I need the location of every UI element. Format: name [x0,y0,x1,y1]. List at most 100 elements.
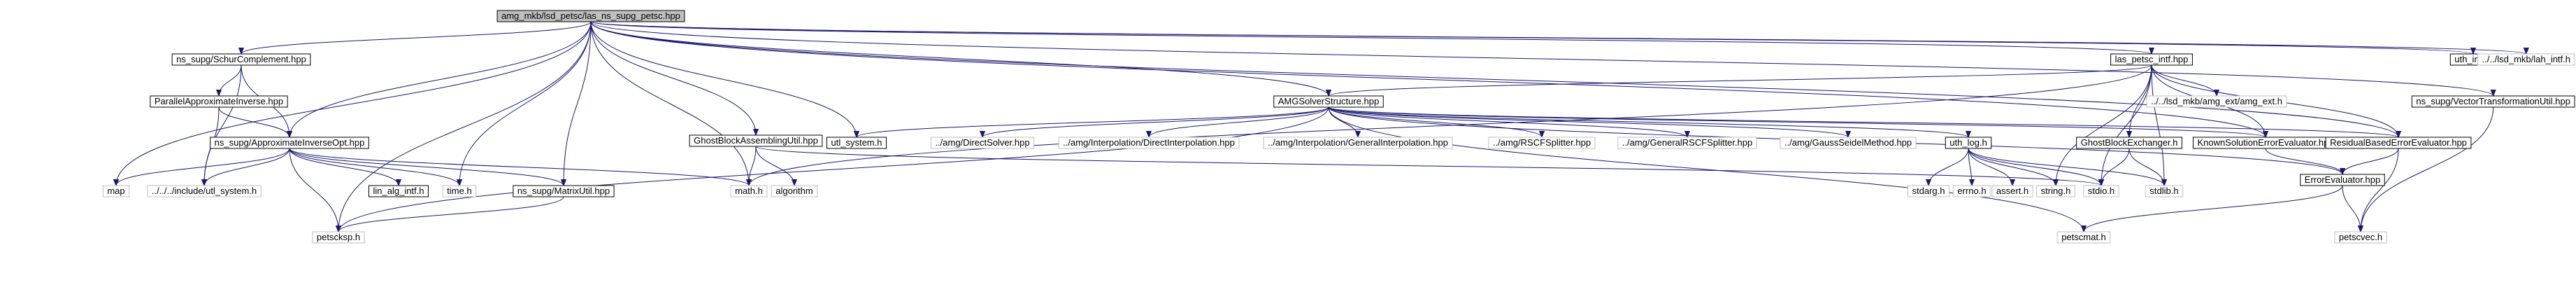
edge-ghostassem-to-stdioh [755,146,2101,186]
node-box-gauss [1780,137,1917,149]
edge-uthlog-to-asserth [1968,148,2012,186]
node-lasintf[interactable]: las_petsc_intf.hpp [2110,53,2193,66]
node-genrscf: ../amg/GeneralRSCFSplitter.hpp [1617,137,1757,149]
node-box-vectrans [2411,95,2575,108]
node-label-direct: ../amg/DirectSolver.hpp [935,137,1029,148]
node-asserth: assert.h [1991,185,2033,197]
node-label-paraapprox: ParallelApproximateInverse.hpp [155,96,283,106]
edge-uthlog-to-errnoh [1968,148,1972,186]
edge-root-to-utlsys [590,21,857,137]
node-label-lahintf: ../../lsd_mkb/lah_intf.h [2482,54,2570,64]
node-uthlog[interactable]: uth_log.h [1945,137,1992,149]
node-box-stdioh [2083,185,2119,197]
edge-amgsolver-to-genrscf [1328,106,1687,138]
node-erreval[interactable]: ErrorEvaluator.hpp [2300,174,2385,186]
node-box-amgext [2146,95,2287,108]
node-label-petscmat: petscmat.h [2061,232,2106,242]
node-box-directinterp [1058,137,1240,149]
edge-ghostex-to-stdlibh [2128,148,2164,186]
edge-lasintf-to-stdlibh [2151,64,2164,186]
node-box-petscmat [2056,231,2111,244]
node-box-amgsolver [1273,95,1384,108]
node-linalg[interactable]: lin_alg_intf.h [368,185,429,197]
node-timeh: time.h [442,185,477,197]
node-ghostex[interactable]: GhostBlockExchanger.h [2076,137,2182,149]
edge-approxopt-to-linalg [289,148,399,186]
node-label-algorithm: algorithm [775,186,813,196]
node-map: map [102,185,130,197]
node-label-rscf: ../amg/RSCFSplitter.hpp [1493,137,1591,148]
node-box-utlsys [827,137,887,149]
node-box-stringh [2036,185,2075,197]
node-geninterp: ../amg/Interpolation/GeneralInterpolatio… [1263,137,1453,149]
node-direct: ../amg/DirectSolver.hpp [930,137,1035,149]
edge-root-to-lahintf [590,21,2526,54]
node-box-algorithm [771,185,818,197]
node-label-utlsys: utl_system.h [831,137,882,148]
edge-approxopt-to-utlsys_inc [204,148,290,186]
edge-approxopt-to-petscksp [289,148,338,232]
node-box-rscf [1488,137,1596,149]
edge-uthlog-to-stringh [1968,148,2056,186]
node-label-stdargh: stdarg.h [1912,186,1945,196]
node-stdioh: stdio.h [2083,185,2119,197]
node-amgsolver[interactable]: AMGSolverStructure.hpp [1273,95,1384,108]
edge-ghostassem-to-mathh [749,146,757,186]
node-box-uthlog [1945,137,1992,149]
edge-matrixutil-to-petscksp [338,196,564,232]
edge-uthlog-to-stdioh [1968,148,2101,186]
node-ghostassem[interactable]: GhostBlockAssemblingUtil.hpp [689,134,823,147]
edge-amgsolver-to-petscksp [338,106,1329,232]
node-label-asserth: assert.h [1996,186,2028,196]
node-label-stdioh: stdio.h [2088,186,2115,196]
edge-amgsolver-to-rscf [1328,106,1542,138]
node-box-genrscf [1617,137,1757,149]
node-label-stringh: string.h [2041,186,2071,196]
node-label-gauss: ../amg/GaussSeidelMethod.hpp [1784,137,1912,148]
node-vectrans[interactable]: ns_supg/VectorTransformationUtil.hpp [2411,95,2575,108]
edge-amgsolver-to-residual [1328,106,2398,138]
edge-amgsolver-to-directinterp [1149,106,1329,138]
edge-lasintf-to-stringh [2056,64,2152,186]
node-schur[interactable]: ns_supg/SchurComplement.hpp [171,53,311,66]
node-label-utlsys_inc: ../../../include/utl_system.h [152,186,257,196]
edge-residual-to-erreval [2342,148,2399,175]
edge-root-to-mathh [590,21,749,186]
edge-amgsolver-to-petscmat [1328,106,2084,232]
node-label-uthlog: uth_log.h [1949,137,1987,148]
node-label-lasintf: las_petsc_intf.hpp [2115,54,2189,64]
node-label-mathh: math.h [735,186,763,196]
edge-residual-to-petscvec [2361,148,2399,232]
node-box-residual [2325,137,2472,149]
node-paraapprox[interactable]: ParallelApproximateInverse.hpp [150,95,288,108]
node-box-direct [930,137,1035,149]
node-lahintf: ../../lsd_mkb/lah_intf.h [2477,53,2575,66]
node-petscvec: petscvec.h [2334,231,2387,244]
node-box-schur [171,53,311,66]
node-box-stdlibh [2145,185,2184,197]
edge-erreval-to-petscmat [2084,185,2343,232]
node-utlsys[interactable]: utl_system.h [827,137,887,149]
edge-root-to-vectrans [590,21,2493,97]
node-approxopt[interactable]: ns_supg/ApproximateInverseOpt.hpp [210,137,369,149]
edge-known-to-erreval [2265,148,2342,175]
node-label-ghostex: GhostBlockExchanger.h [2081,137,2178,148]
node-root[interactable]: amg_mkb/lsd_petsc/las_ns_supg_petsc.hpp [496,10,685,22]
node-box-asserth [1991,185,2033,197]
node-residual[interactable]: ResidualBasedErrorEvaluator.hpp [2325,137,2472,149]
edge-root-to-petscksp [338,21,592,232]
node-errnoh: errno.h [1952,185,1991,197]
edge-root-to-matrixutil [564,21,592,186]
node-mathh: math.h [730,185,768,197]
edge-uthlog-to-stdargh [1929,148,1969,186]
node-label-erreval: ErrorEvaluator.hpp [2305,174,2380,185]
node-known[interactable]: KnownSolutionErrorEvaluator.hpp [2192,137,2339,149]
edge-root-to-approxopt [289,21,592,137]
node-amgext: ../../lsd_mkb/amg_ext/amg_ext.h [2146,95,2287,108]
edge-ghostex-to-stdioh [2101,148,2130,186]
node-box-lasintf [2110,53,2193,66]
node-petscksp: petscksp.h [312,231,365,244]
node-matrixutil[interactable]: ns_supg/MatrixUtil.hpp [513,185,615,197]
edge-lasintf-to-mathh [749,64,2152,186]
edge-approxopt-to-map [116,148,290,186]
